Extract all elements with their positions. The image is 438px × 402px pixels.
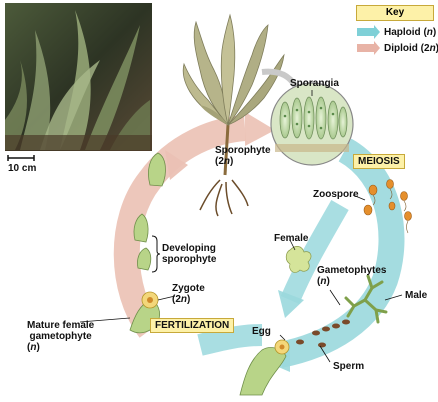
mature-female-line2: gametophyte <box>27 331 94 342</box>
mature-female-post: ) <box>36 342 39 353</box>
zygote-ploidy-pre: (2 <box>172 294 181 305</box>
mature-female-line1: Mature female <box>27 320 94 331</box>
scale-bar <box>8 155 34 161</box>
sperm-label: Sperm <box>333 361 364 372</box>
sporophyte-ploidy: (2n) <box>215 156 271 167</box>
sporophyte-illustration <box>183 15 284 216</box>
zygote-ploidy-post: ) <box>187 294 190 305</box>
sporangia-label: Sporangia <box>290 78 339 89</box>
zygote-text: Zygote <box>172 283 205 294</box>
sporophyte-ploidy-post: ) <box>230 156 233 167</box>
key-haploid-close: ) <box>433 27 436 38</box>
gametophytes-label: Gametophytes (n) <box>317 265 386 287</box>
zygote-label: Zygote (2n) <box>172 283 205 305</box>
female-label: Female <box>274 233 308 244</box>
fertilization-box: FERTILIZATION <box>150 318 234 333</box>
zoospore-label: Zoospore <box>313 189 359 200</box>
egg-label: Egg <box>252 326 271 337</box>
meiosis-box: MEIOSIS <box>353 154 405 169</box>
sporophyte-label: Sporophyte (2n) <box>215 145 271 167</box>
mature-female-line3: (n) <box>27 342 94 353</box>
key-swatches <box>357 25 380 55</box>
sporophyte-text: Sporophyte <box>215 145 271 156</box>
developing-text: Developing <box>162 243 216 254</box>
zygote-ploidy: (2n) <box>172 294 205 305</box>
mature-female-label: Mature female gametophyte (n) <box>27 320 94 353</box>
developing-bracket <box>152 236 160 272</box>
gametophytes-ploidy-post: ) <box>326 276 329 287</box>
gametophytes-ploidy: (n) <box>317 276 386 287</box>
key-diploid-text: Diploid (2 <box>384 43 430 54</box>
gametophytes-text: Gametophytes <box>317 265 386 276</box>
scale-bar-label: 10 cm <box>8 163 36 174</box>
key-haploid-text: Haploid ( <box>384 27 427 38</box>
key-title: Key <box>356 5 434 21</box>
kelp-photo <box>5 3 152 151</box>
male-label: Male <box>405 290 427 301</box>
sporophyte-ploidy-pre: (2 <box>215 156 224 167</box>
developing-sporophyte-label: Developing sporophyte <box>162 243 216 265</box>
developing-sporophyte-text: sporophyte <box>162 254 216 265</box>
key-haploid-label: Haploid (n) <box>384 27 436 38</box>
key-diploid-label: Diploid (2n) <box>384 43 438 54</box>
